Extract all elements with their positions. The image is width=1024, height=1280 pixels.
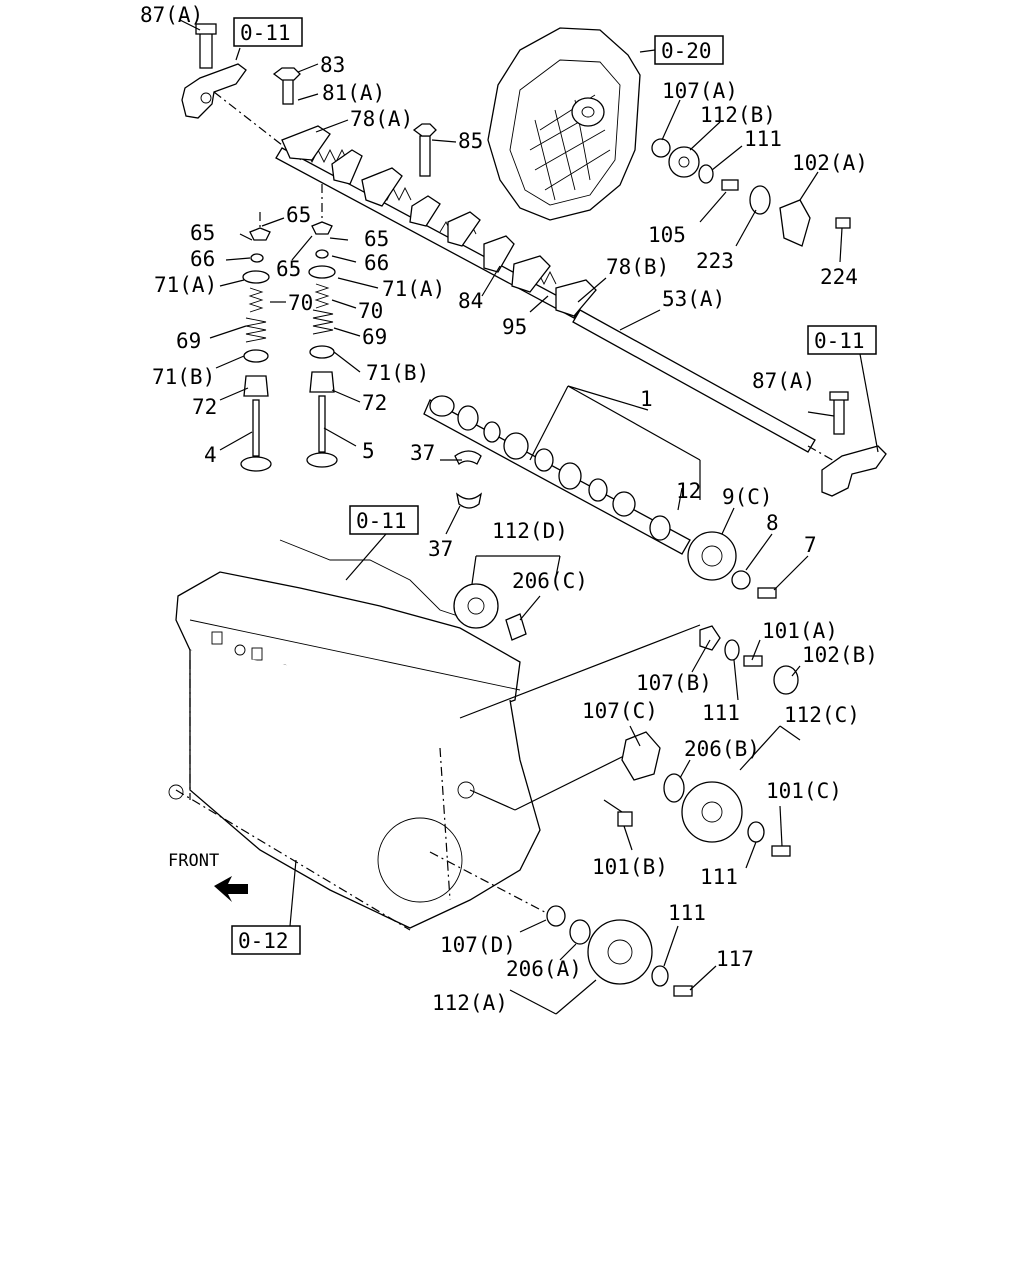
callout-101c[interactable]: 101(C) <box>766 779 842 803</box>
callout-107a[interactable]: 107(A) <box>662 79 738 103</box>
callout-72-b[interactable]: 72 <box>362 391 387 415</box>
callout-111-bot[interactable]: 111 <box>668 901 706 925</box>
callout-70-a[interactable]: 70 <box>288 291 313 315</box>
callout-65-b[interactable]: 65 <box>286 203 311 227</box>
callout-71a-left[interactable]: 71(A) <box>154 273 217 297</box>
callout-206c[interactable]: 206(C) <box>512 569 588 593</box>
callout-66-a[interactable]: 66 <box>190 247 215 271</box>
cylinder-head-block <box>168 539 701 931</box>
callout-102a[interactable]: 102(A) <box>792 151 868 175</box>
callout-206b[interactable]: 206(B) <box>684 737 760 761</box>
front-gear-parts <box>651 138 851 247</box>
callout-83[interactable]: 83 <box>320 53 345 77</box>
callout-72-a[interactable]: 72 <box>192 395 217 419</box>
callout-4[interactable]: 4 <box>204 443 217 467</box>
callout-87a-top[interactable]: 87(A) <box>140 3 203 27</box>
callout-84[interactable]: 84 <box>458 289 483 313</box>
front-label: FRONT <box>168 851 219 871</box>
svg-text:0-11: 0-11 <box>814 329 865 353</box>
callout-101a[interactable]: 101(A) <box>762 619 838 643</box>
callout-labels: 87(A) 83 81(A) 78(A) 85 107(A) 112(B) 11… <box>140 3 878 1015</box>
valve-components <box>240 184 338 472</box>
callout-101b[interactable]: 101(B) <box>592 855 668 879</box>
callout-112b[interactable]: 112(B) <box>700 103 776 127</box>
callout-112c[interactable]: 112(C) <box>784 703 860 727</box>
svg-text:0-12: 0-12 <box>238 929 289 953</box>
ref-box-0-11-right[interactable]: 0-11 <box>807 325 877 355</box>
callout-71b-left[interactable]: 71(B) <box>152 365 215 389</box>
callout-1[interactable]: 1 <box>640 387 653 411</box>
callout-66-b[interactable]: 66 <box>364 251 389 275</box>
callout-70-b[interactable]: 70 <box>358 299 383 323</box>
lower-gear-train <box>453 583 799 997</box>
callout-223[interactable]: 223 <box>696 249 734 273</box>
callout-112a[interactable]: 112(A) <box>432 991 508 1015</box>
callout-8[interactable]: 8 <box>766 511 779 535</box>
callout-111-top[interactable]: 111 <box>744 127 782 151</box>
callout-81a[interactable]: 81(A) <box>322 81 385 105</box>
callout-9c[interactable]: 9(C) <box>722 485 773 509</box>
callout-78b[interactable]: 78(B) <box>606 255 669 279</box>
callout-102b[interactable]: 102(B) <box>802 643 878 667</box>
callout-7[interactable]: 7 <box>804 533 817 557</box>
callout-107d[interactable]: 107(D) <box>440 933 516 957</box>
ref-box-0-11-mid[interactable]: 0-11 <box>349 505 419 535</box>
callout-53a[interactable]: 53(A) <box>662 287 725 311</box>
callout-12[interactable]: 12 <box>676 479 701 503</box>
callout-37-b[interactable]: 37 <box>428 537 453 561</box>
callout-85[interactable]: 85 <box>458 129 483 153</box>
callout-117[interactable]: 117 <box>716 947 754 971</box>
callout-78a[interactable]: 78(A) <box>350 107 413 131</box>
front-arrow-icon <box>214 876 248 902</box>
callout-65-d[interactable]: 65 <box>364 227 389 251</box>
callout-65-c[interactable]: 65 <box>276 257 301 281</box>
leader-lines <box>209 63 843 1015</box>
callout-107b[interactable]: 107(B) <box>636 671 712 695</box>
oil-pipe-and-bracket <box>572 309 887 497</box>
callout-105[interactable]: 105 <box>648 223 686 247</box>
callout-111-mid[interactable]: 111 <box>702 701 740 725</box>
camshaft <box>423 395 777 599</box>
callout-37-a[interactable]: 37 <box>410 441 435 465</box>
callout-206a[interactable]: 206(A) <box>506 957 582 981</box>
svg-text:0-20: 0-20 <box>661 39 712 63</box>
callout-111-low[interactable]: 111 <box>700 865 738 889</box>
callout-65-a[interactable]: 65 <box>190 221 215 245</box>
callout-112d[interactable]: 112(D) <box>492 519 568 543</box>
callout-69-b[interactable]: 69 <box>362 325 387 349</box>
ref-box-0-12[interactable]: 0-12 <box>231 925 301 955</box>
callout-5[interactable]: 5 <box>362 439 375 463</box>
svg-text:0-11: 0-11 <box>240 21 291 45</box>
callout-71a-right[interactable]: 71(A) <box>382 277 445 301</box>
ref-box-0-11-top[interactable]: 0-11 <box>233 17 303 47</box>
ref-box-0-20[interactable]: 0-20 <box>654 35 724 65</box>
rocker-shaft-assembly <box>213 67 597 319</box>
callout-87a-right[interactable]: 87(A) <box>752 369 815 393</box>
svg-text:0-11: 0-11 <box>356 509 407 533</box>
callout-107c[interactable]: 107(C) <box>582 699 658 723</box>
callout-71b-right[interactable]: 71(B) <box>366 361 429 385</box>
flywheel-housing <box>487 27 656 221</box>
callout-224[interactable]: 224 <box>820 265 858 289</box>
callout-95[interactable]: 95 <box>502 315 527 339</box>
callout-69-a[interactable]: 69 <box>176 329 201 353</box>
